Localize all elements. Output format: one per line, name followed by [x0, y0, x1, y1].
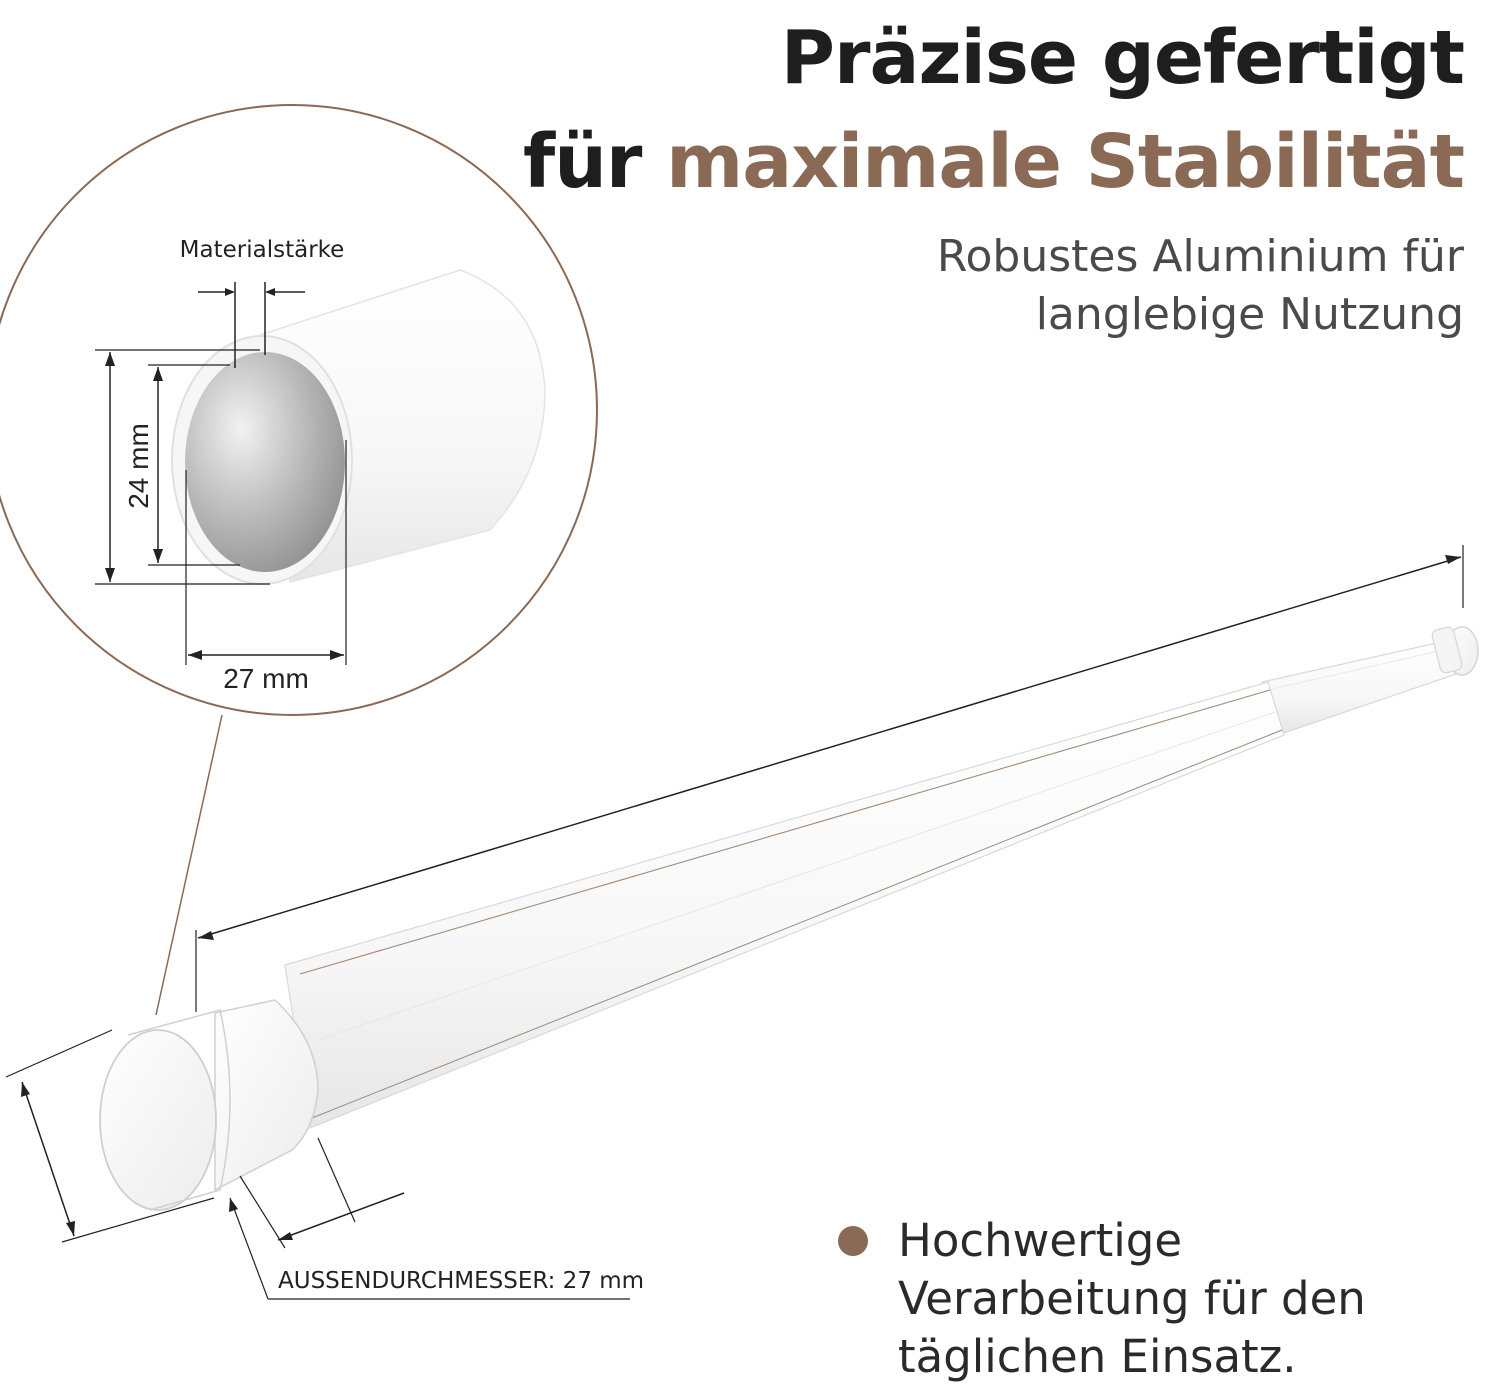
rod-outer-diameter-label: AUSSENDURCHMESSER: 27 mm — [278, 1268, 644, 1294]
feature-bullet-text: Hochwertige Verarbeitung für den täglich… — [898, 1212, 1498, 1386]
subheadline-line-2: langlebige Nutzung — [1035, 289, 1464, 340]
headline-line-2: für maximale Stabilität — [523, 110, 1465, 214]
subheadline-line-1: Robustes Aluminium für — [936, 231, 1464, 282]
cap-dimension — [5, 1029, 215, 1243]
headline-accent: maximale Stabilität — [666, 119, 1465, 205]
callout-leader-line — [155, 714, 223, 1016]
material-thickness-label: Materialstärke — [180, 237, 345, 263]
headline-prefix: für — [523, 119, 667, 205]
inner-diameter-label: 24 mm — [123, 423, 154, 509]
bullet-line-1: Hochwertige — [898, 1214, 1183, 1267]
bullet-line-2: Verarbeitung für den — [898, 1272, 1366, 1325]
outer-diameter-label: 27 mm — [223, 663, 309, 694]
length-dimension — [195, 545, 1464, 1012]
subheadline: Robustes Aluminium für langlebige Nutzun… — [937, 228, 1464, 344]
headline: Präzise gefertigt für maximale Stabilitä… — [523, 6, 1465, 214]
rod-diameter-callout — [229, 1137, 630, 1300]
headline-line-1: Präzise gefertigt — [780, 15, 1465, 101]
tension-rod — [99, 626, 1479, 1211]
detail-zoom-circle — [0, 104, 598, 716]
bullet-line-3: täglichen Einsatz. — [898, 1330, 1297, 1383]
bullet-dot-icon — [838, 1226, 868, 1256]
